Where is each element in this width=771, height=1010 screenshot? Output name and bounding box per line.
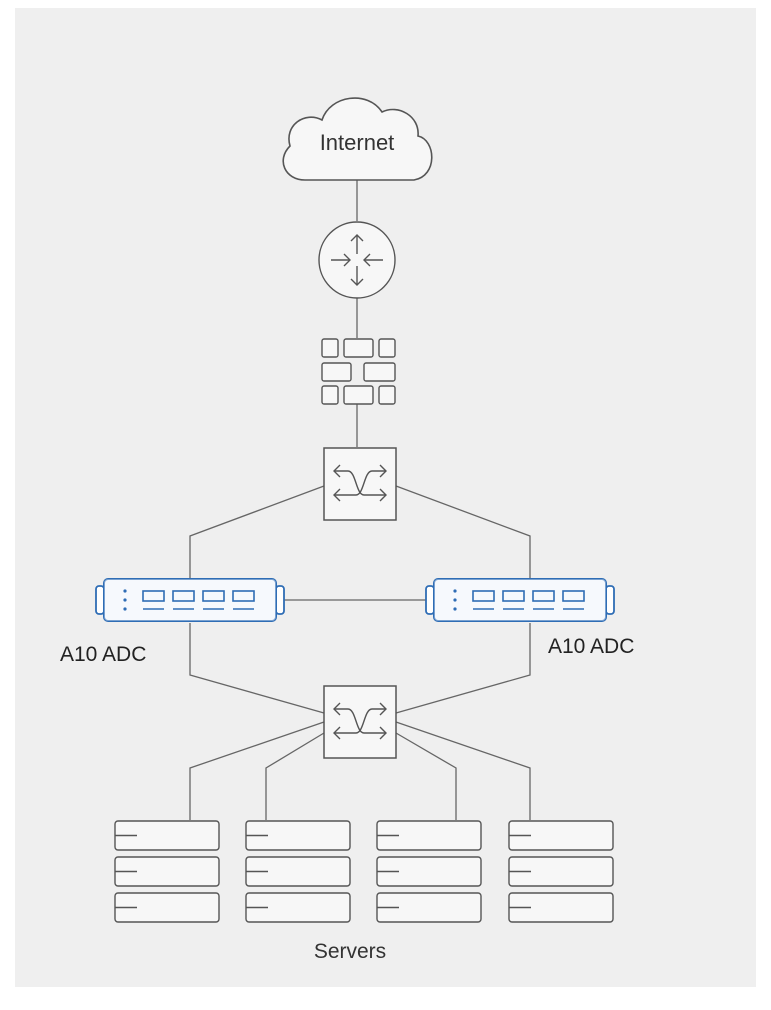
adc-right-label: A10 ADC (548, 635, 634, 658)
switch-server-1-link (189, 721, 325, 820)
adc-appliance-icon (95, 578, 285, 622)
adc-left-label: A10 ADC (60, 643, 146, 666)
switch-adc-left-link (189, 485, 325, 578)
adc-appliance-icon (425, 578, 615, 622)
switch-server-3-link (395, 732, 457, 820)
server-unit (376, 820, 482, 851)
switch-icon (323, 685, 397, 759)
server-unit (245, 820, 351, 851)
adc-appliance-left: A10 ADC (60, 578, 285, 666)
server-unit (114, 820, 220, 851)
server-group (114, 820, 614, 923)
servers-label: Servers (314, 940, 386, 963)
server-unit (245, 856, 351, 887)
switch-adc-right-link (395, 485, 531, 578)
server-unit (114, 892, 220, 923)
server-stack-icon (245, 820, 351, 923)
server-unit (508, 892, 614, 923)
adc-left-switch-link (189, 623, 325, 714)
server-unit (114, 856, 220, 887)
server-unit (508, 856, 614, 887)
switch-server-4-link (395, 721, 531, 820)
server-unit (376, 856, 482, 887)
server-stack-icon (508, 820, 614, 923)
server-stack-icon (376, 820, 482, 923)
switch-icon (323, 447, 397, 521)
server-stack-icon (114, 820, 220, 923)
server-unit (376, 892, 482, 923)
switch-server-2-link (265, 732, 325, 820)
adc-right-switch-link (395, 623, 531, 714)
firewall-icon (321, 338, 396, 405)
server-unit (508, 820, 614, 851)
adc-appliance-right: A10 ADC (425, 578, 634, 658)
router-icon (318, 221, 396, 299)
connections (189, 180, 531, 820)
internet-label: Internet (320, 130, 395, 155)
server-unit (245, 892, 351, 923)
cloud-icon: Internet (282, 97, 433, 181)
